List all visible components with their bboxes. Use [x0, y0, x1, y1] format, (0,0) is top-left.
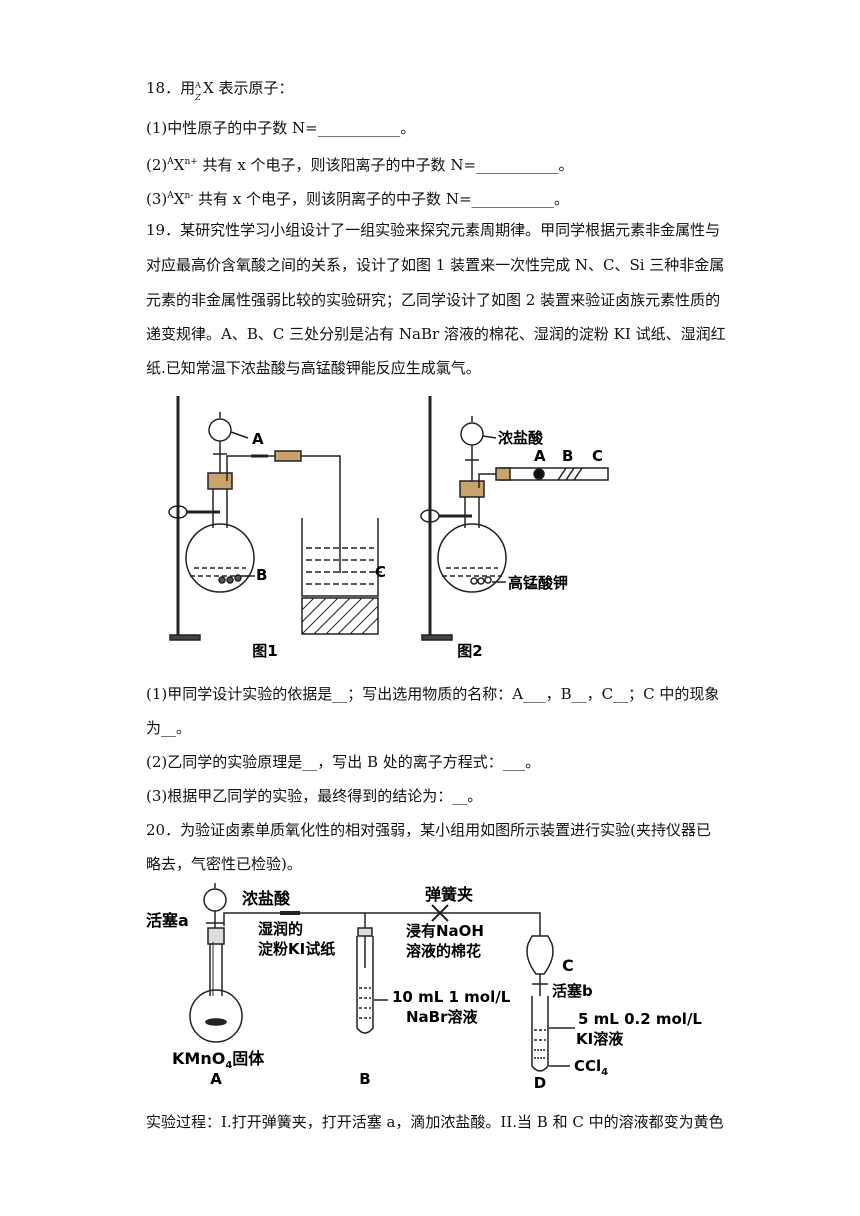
q20-process: 实验过程：I.打开弹簧夹，打开活塞 a，滴加浓盐酸。II.当 B 和 C 中的溶… [146, 1113, 724, 1131]
q18-p2-text: 共有 x 个电子，则该阳离子的中子数 N=___________。 [197, 156, 574, 174]
q19-sub1-line1: (1)甲同学设计实验的依据是__；写出选用物质的名称：A___，B__，C__；… [146, 685, 720, 703]
q19-sub1-line2: 为__。 [146, 719, 192, 737]
figure-q20-apparatus: 浓盐酸 活塞a 弹簧夹 湿润的 淀粉KI试纸 浸有NaOH 溶液的棉花 C 活塞… [146, 883, 702, 1088]
q20-label-ki-1: 5 mL 0.2 mol/L [578, 1010, 702, 1028]
q18-p3-symbol: X [173, 190, 185, 208]
q18-p3-text: 共有 x 个电子，则该阴离子的中子数 N=___________。 [193, 190, 570, 208]
fig2-label-kmno4: 高锰酸钾 [508, 574, 568, 592]
q18-part3: (3)AXn- 共有 x 个电子，则该阴离子的中子数 N=___________… [146, 186, 569, 209]
fig2-label-a: A [534, 447, 546, 465]
q18-p3-prefix: (3) [146, 190, 168, 208]
fig2-label-b: B [562, 447, 573, 465]
q19-line-3: 元素的非金属性强弱比较的实验研究；乙同学设计了如图 2 装置来验证卤族元素性质的 [146, 291, 721, 309]
beaker [301, 518, 379, 597]
q20-label-nabr-1: 10 mL 1 mol/L [392, 988, 511, 1006]
q20-label-acid: 浓盐酸 [242, 889, 291, 908]
stand-base [169, 634, 201, 641]
q20-label-cotton-2: 溶液的棉花 [406, 942, 481, 960]
q19-line-4: 递变规律。A、B、C 三处分别是沾有 NaBr 溶液的棉花、湿润的淀粉 KI 试… [146, 325, 726, 343]
q19-line-5: 纸.已知常温下浓盐酸与高锰酸钾能反应生成氯气。 [146, 359, 481, 377]
q20-label-ki-2: KI溶液 [576, 1030, 624, 1048]
q18-part2: (2)AXn+ 共有 x 个电子，则该阳离子的中子数 N=___________… [146, 152, 574, 175]
q18-p2-symbol: X [173, 156, 185, 174]
q20-label-kmno4: KMnO4固体 [172, 1049, 265, 1071]
q18-p2-mass: A [167, 157, 174, 167]
q20-label-d: D [534, 1074, 546, 1088]
q20-label-valve-a: 活塞a [146, 911, 189, 930]
glass-tube [499, 467, 609, 481]
q18-title-post: X 表示原子： [203, 79, 294, 97]
q18-p2-charge: n+ [184, 157, 198, 167]
figure-2-apparatus: 浓盐酸 A B C 高锰酸钾 图2 [420, 396, 609, 658]
q20-label-nabr-2: NaBr溶液 [406, 1008, 479, 1026]
q18-p3-charge: n- [184, 191, 194, 201]
fig2-caption: 图2 [457, 642, 482, 658]
rubber-joint [274, 450, 302, 462]
atomic-number: Z [195, 93, 201, 102]
q20-label-a: A [210, 1070, 222, 1088]
q20-line-1: 20．为验证卤素单质氧化性的相对强弱，某小组用如图所示装置进行实验(夹持仪器已 [146, 821, 711, 839]
separatory-funnel [208, 418, 232, 442]
fig1-label-a: A [252, 430, 264, 448]
q19-line-2: 对应最高价含氧酸之间的关系，设计了如图 1 装置来一次性完成 N、C、Si 三种… [146, 256, 725, 274]
q20-label-clamp: 弹簧夹 [425, 885, 473, 904]
q20-label-b: B [359, 1070, 370, 1088]
q20-label-cotton-1: 浸有NaOH [406, 922, 484, 940]
q20-line-2: 略去，气密性已检验)。 [146, 855, 302, 873]
q18-title-pre: 18．用 [146, 79, 196, 97]
support-block [301, 597, 379, 635]
q18-p3-mass: A [167, 191, 174, 201]
q19-sub2: (2)乙同学的实验原理是__，写出 B 处的离子方程式：___。 [146, 753, 541, 771]
q20-label-valve-b: 活塞b [552, 982, 593, 1000]
q20-label-c: C [562, 956, 574, 975]
q19-line-1: 19．某研究性学习小组设计了一组实验来探究元素周期律。甲同学根据元素非金属性与 [146, 221, 721, 239]
fig2-label-acid: 浓盐酸 [498, 429, 544, 447]
q18-part1: (1)中性原子的中子数 N=___________。 [146, 119, 416, 137]
q20-label-ki-paper-2: 淀粉KI试纸 [258, 940, 335, 958]
fig1-caption: 图1 [252, 642, 277, 658]
fig1-label-b: B [256, 566, 267, 584]
figure-1-apparatus: A B C 图1 [168, 396, 386, 658]
q20-label-ccl4: CCl4 [574, 1057, 608, 1078]
q20-label-ki-paper-1: 湿润的 [258, 920, 303, 938]
stopper [207, 472, 233, 490]
q19-sub3: (3)根据甲乙同学的实验，最终得到的结论为：__。 [146, 787, 483, 805]
round-bottom-flask [185, 523, 255, 593]
mass-number: A [195, 81, 201, 90]
fig2-label-c: C [592, 447, 603, 465]
q18-p2-prefix: (2) [146, 156, 168, 174]
fig1-label-c: C [375, 563, 386, 581]
